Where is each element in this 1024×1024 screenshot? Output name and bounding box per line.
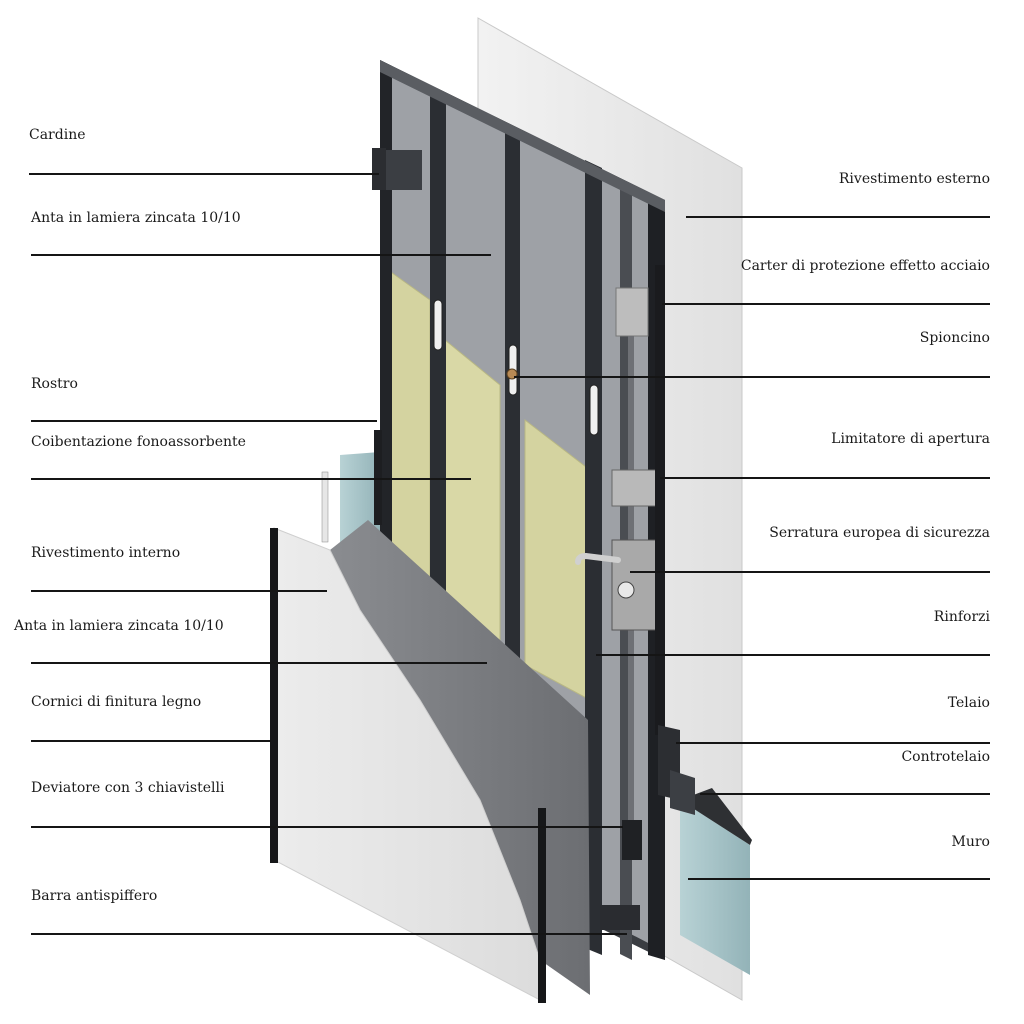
leader-anta-lamiera-zincata-top <box>31 254 491 256</box>
label-rinforzi: Rinforzi <box>933 609 990 625</box>
leader-limitatore <box>660 477 990 479</box>
leader-telaio <box>676 742 990 744</box>
slot-1 <box>433 299 443 351</box>
wall-top <box>680 788 752 845</box>
draught-bar <box>600 905 640 930</box>
security-lock-body <box>611 539 663 631</box>
label-carter: Carter di protezione effetto acciaio <box>740 258 990 274</box>
label-cornici-finitura: Cornici di finitura legno <box>31 694 202 710</box>
leader-barra-antispiffero <box>31 933 627 935</box>
leader-deviatore <box>31 826 623 828</box>
label-cardine: Cardine <box>29 127 86 143</box>
wall-block <box>680 800 750 975</box>
leader-rivestimento-interno <box>31 590 327 592</box>
label-serratura: Serratura europea di sicurezza <box>769 525 990 541</box>
label-rostro: Rostro <box>31 376 78 392</box>
deviator-box <box>622 820 642 860</box>
wood-trim-left <box>270 528 278 863</box>
label-rivestimento-esterno: Rivestimento esterno <box>838 171 990 187</box>
inner-covering-panel <box>273 527 541 1001</box>
slot-3 <box>589 384 599 436</box>
label-deviatore: Deviatore con 3 chiavistelli <box>31 780 225 796</box>
leader-rivestimento-esterno <box>686 216 990 218</box>
hinge-plate <box>386 150 422 190</box>
leader-cardine <box>29 173 379 175</box>
leader-anta-lamiera-zincata-bottom <box>31 662 487 664</box>
label-controtelaio: Controtelaio <box>901 749 990 765</box>
leader-controtelaio <box>700 793 990 795</box>
inner-metal-sheet <box>330 520 590 995</box>
label-rivestimento-interno: Rivestimento interno <box>31 545 181 561</box>
lock-cylinder <box>617 581 635 599</box>
label-spioncino: Spioncino <box>919 330 990 346</box>
leader-serratura <box>630 571 990 573</box>
top-rail <box>380 60 665 212</box>
insulation-panel-2 <box>444 338 501 641</box>
carter-strip <box>655 265 665 735</box>
leader-cornici-finitura <box>31 740 271 742</box>
leader-spioncino <box>514 376 990 378</box>
leader-rinforzi <box>596 654 990 656</box>
leader-coibentazione <box>31 478 471 480</box>
rostro <box>374 430 382 525</box>
label-muro: Muro <box>951 834 990 850</box>
hinge <box>372 148 386 190</box>
door-handle <box>575 552 621 565</box>
label-barra-antispiffero: Barra antispiffero <box>31 888 158 904</box>
opening-limiter <box>611 469 661 507</box>
label-anta-lamiera-zincata-bottom: Anta in lamiera zincata 10/10 <box>14 618 224 634</box>
wood-trim-bottom <box>538 808 546 1003</box>
label-telaio: Telaio <box>947 695 990 711</box>
leader-carter <box>662 303 990 305</box>
subframe-profile <box>670 770 695 815</box>
rostro-lower <box>321 471 329 543</box>
leader-rostro <box>31 420 377 422</box>
label-anta-lamiera-zincata-top: Anta in lamiera zincata 10/10 <box>31 210 241 226</box>
label-coibentazione: Coibentazione fonoassorbente <box>31 434 246 450</box>
leader-muro <box>688 878 990 880</box>
lock-upper-box <box>615 287 649 337</box>
label-limitatore: Limitatore di apertura <box>831 431 990 447</box>
